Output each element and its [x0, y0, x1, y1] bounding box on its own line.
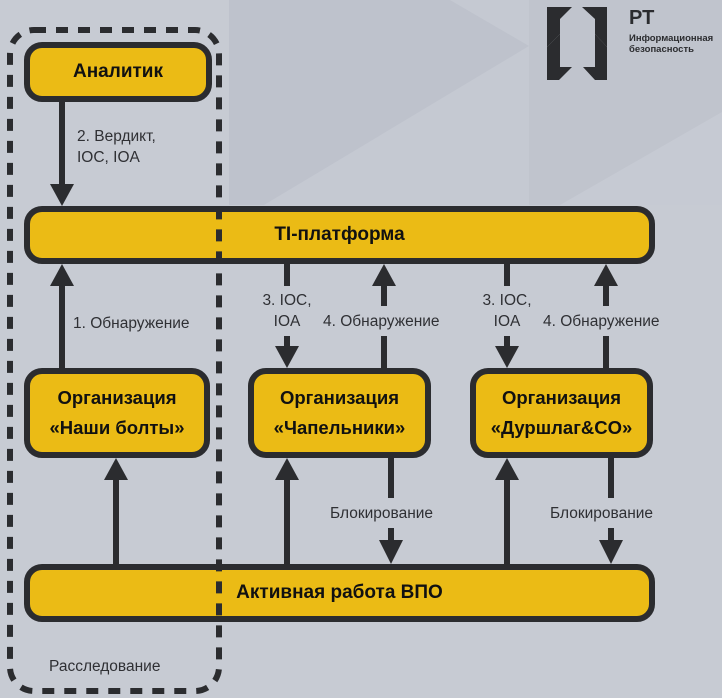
org1-line2: «Наши болты» — [49, 417, 185, 438]
label-detection-3: 4. Обнаружение — [543, 313, 660, 330]
label-verdict-line1: 2. Вердикт, — [77, 128, 156, 145]
logo-subtitle-line2: безопасность — [629, 44, 694, 55]
node-analyst-label: Аналитик — [72, 61, 163, 82]
arrowhead-activity-org1 — [104, 458, 128, 480]
label-ioc-org3-line1: 3. IOC, — [482, 292, 532, 309]
node-ti-platform: TI-платформа — [24, 206, 655, 264]
node-malware-activity-label: Активная работа ВПО — [236, 582, 443, 603]
arrowhead-detection-org2 — [372, 264, 396, 286]
label-blocking-2: Блокирование — [330, 505, 434, 522]
node-ti-platform-label: TI-платформа — [274, 224, 405, 245]
label-detection-1: 1. Обнаружение — [73, 315, 190, 332]
node-malware-activity: Активная работа ВПО — [24, 564, 655, 622]
arrowhead-activity-org2 — [275, 458, 299, 480]
org3-line1: Организация — [501, 387, 621, 408]
label-blocking-3: Блокирование — [550, 505, 654, 522]
org2-line1: Организация — [279, 387, 399, 408]
label-ioc-org2-line2: IOA — [273, 313, 301, 330]
arrowhead-ioc-org3 — [495, 346, 519, 368]
logo-subtitle: Информационная безопасность — [629, 33, 713, 55]
node-analyst: Аналитик — [24, 42, 212, 102]
logo-subtitle-line1: Информационная — [629, 33, 714, 44]
arrowhead-blocking-org2 — [379, 540, 403, 564]
node-org-nashi-bolty: Организация «Наши болты» — [24, 368, 210, 458]
node-org-durshlag: Организация «Дуршлаг&CO» — [470, 368, 653, 458]
rt-logo-icon — [547, 7, 607, 80]
org3-line2: «Дуршлаг&CO» — [490, 417, 633, 438]
node-org-chapelniki: Организация «Чапельники» — [248, 368, 431, 458]
label-ioc-org2: 3. IOC, IOA — [260, 290, 314, 332]
logo-title: РТ — [629, 7, 655, 29]
label-ioc-org2-line1: 3. IOC, — [262, 292, 312, 309]
label-ioc-org3: 3. IOC, IOA — [480, 290, 534, 332]
label-detection-2: 4. Обнаружение — [323, 313, 440, 330]
arrowhead-blocking-org3 — [599, 540, 623, 564]
arrowhead-detection-org3 — [594, 264, 618, 286]
label-investigation: Расследование — [49, 658, 161, 675]
label-verdict: 2. Вердикт, IOC, IOA — [77, 126, 156, 168]
org1-line1: Организация — [57, 387, 177, 408]
label-verdict-line2: IOC, IOA — [77, 149, 140, 166]
arrowhead-activity-org3 — [495, 458, 519, 480]
label-ioc-org3-line2: IOA — [493, 313, 521, 330]
arrowhead-detection-1 — [50, 264, 74, 286]
arrowhead-ioc-org2 — [275, 346, 299, 368]
org2-line2: «Чапельники» — [273, 417, 406, 438]
arrowhead-verdict — [50, 184, 74, 206]
